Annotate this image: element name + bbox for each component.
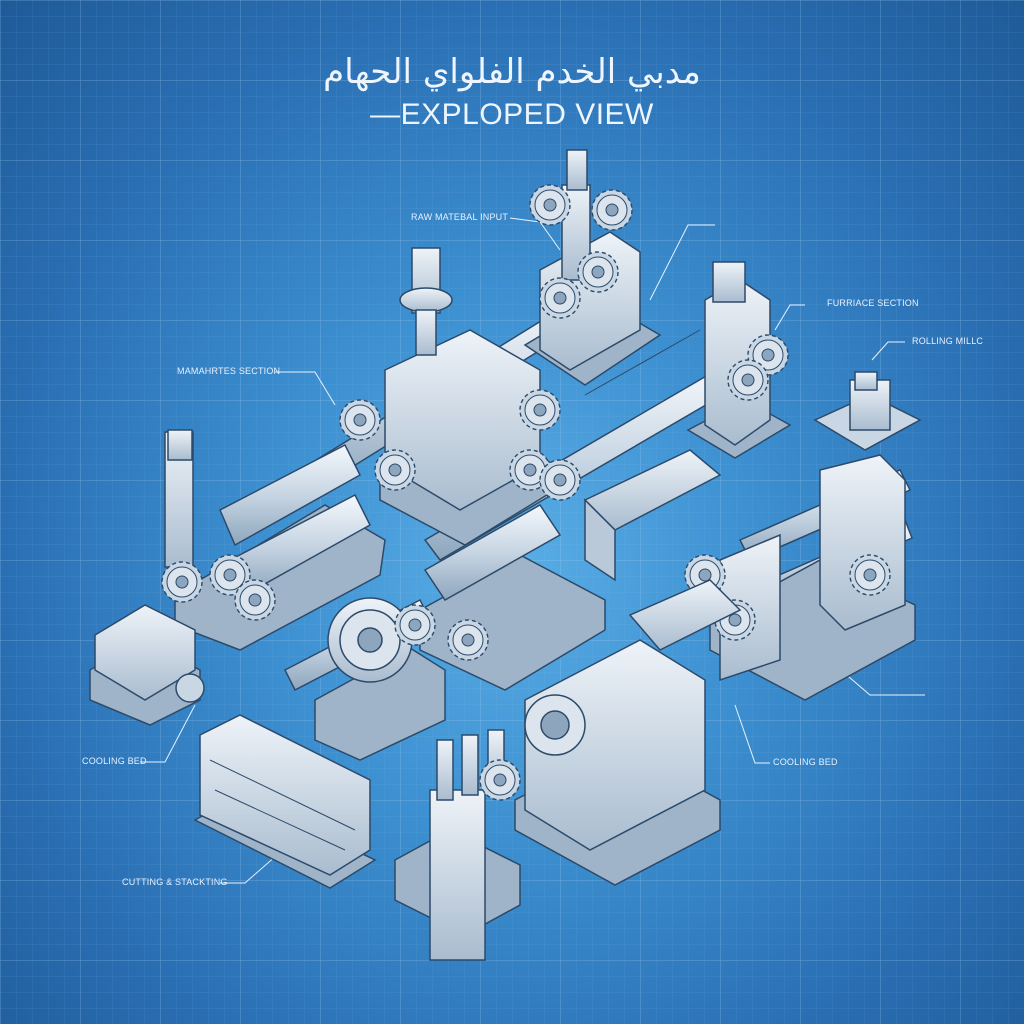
label-furnace-section: FURRIACE SECTION <box>827 298 919 308</box>
left-roller-assembly <box>161 399 386 651</box>
raw-material-input-unit <box>523 149 662 386</box>
drive-housing <box>314 597 446 761</box>
title-arabic: مدبي الخدم الفلواي الحهام <box>323 52 701 92</box>
vertical-column-unit <box>394 729 521 961</box>
leader-lines <box>140 217 925 884</box>
mamahrtes-section-unit <box>374 247 561 546</box>
cooling-bed-right-unit <box>514 579 742 886</box>
label-coolng-bed-right: COOLING BED <box>773 757 838 767</box>
furnace-section-unit <box>686 261 792 459</box>
rolling-mill-unit <box>684 371 922 701</box>
label-cutting-stacking: CUTTING & STACKTING <box>122 877 228 887</box>
title-english: —EXPLOPED VIEW <box>370 98 654 131</box>
center-roller-stand <box>419 449 722 691</box>
label-raw-material-input: RAW MATEBAL INPUT <box>411 212 509 222</box>
label-rolling-mill: ROLLING MILLC <box>912 336 984 346</box>
cooling-bed-left-unit <box>89 604 205 726</box>
label-mamahrtes-section: MAMAHRTES SECTION <box>177 366 281 376</box>
label-coolng-bed-left: COOLING BED <box>82 756 147 766</box>
cutting-stacking-unit <box>193 714 377 889</box>
